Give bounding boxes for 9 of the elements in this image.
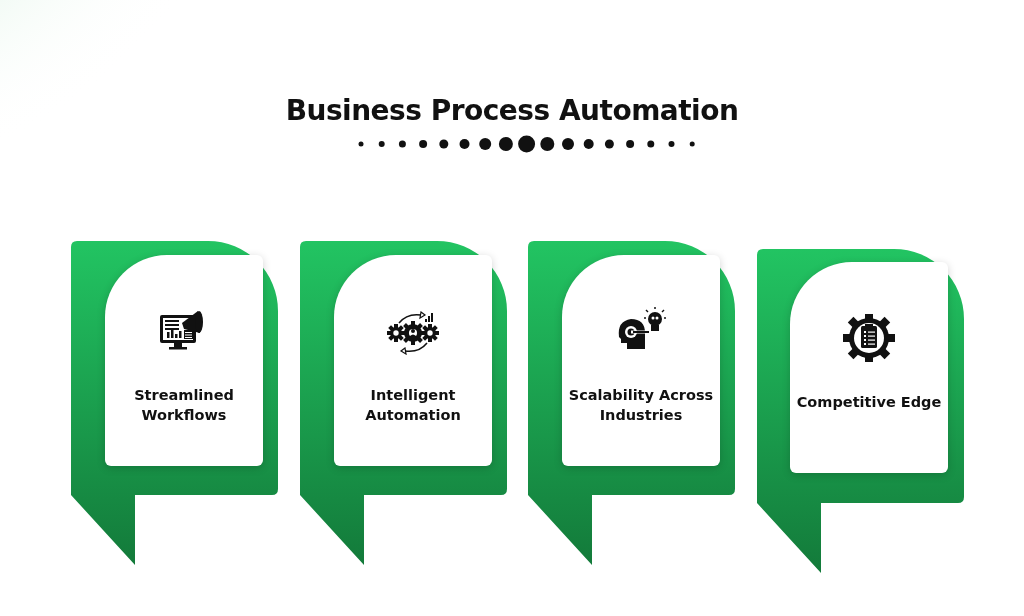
card-label: Competitive Edge: [795, 393, 943, 412]
card: [334, 255, 492, 466]
card: [790, 262, 948, 473]
card-label: Scalability Across Industries: [567, 386, 715, 425]
card-label: Intelligent Automation: [364, 386, 462, 425]
card: [105, 255, 263, 466]
card-label: Streamlined Workflows: [133, 386, 235, 425]
title: Business Process Automation: [284, 94, 740, 127]
card: [562, 255, 720, 466]
